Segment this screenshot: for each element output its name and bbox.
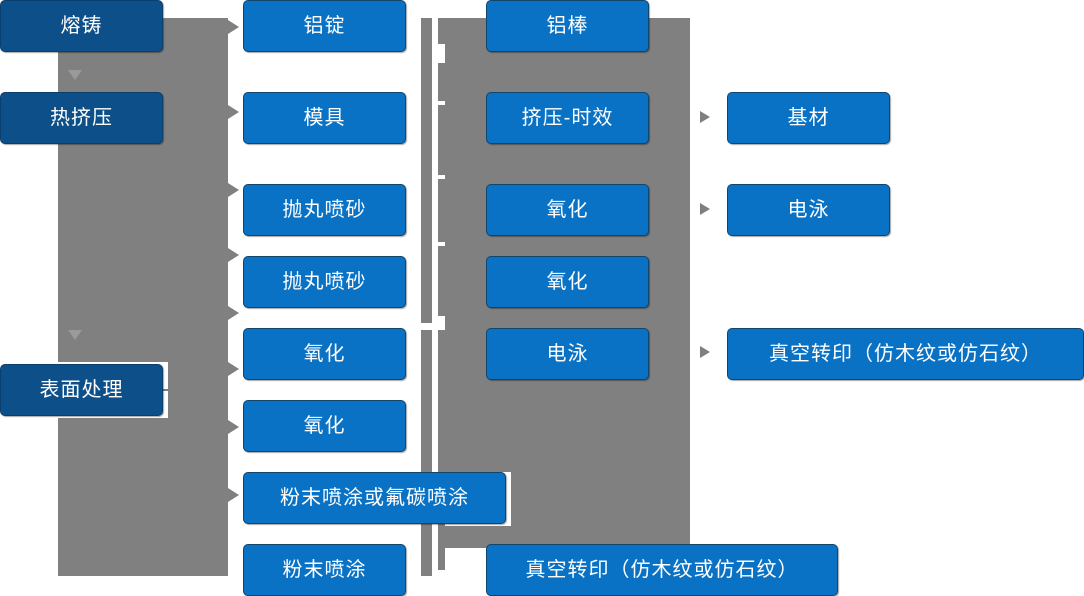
node-rongzhu[interactable]: 熔铸 (0, 0, 163, 52)
arrow-to-paowan-1 (228, 183, 239, 197)
connector-bar-b5 (438, 246, 445, 316)
node-paowan-1[interactable]: 抛丸喷砂 (243, 184, 406, 236)
node-dianyong-1[interactable]: 电泳 (486, 328, 649, 380)
node-zhenkong-2[interactable]: 真空转印（仿木纹或仿石纹） (727, 328, 1084, 380)
arrow-to-jicai (700, 111, 710, 123)
node-ludning[interactable]: 铝锭 (243, 0, 406, 52)
node-fenmo-1[interactable]: 粉末喷涂或氟碳喷涂 (243, 472, 506, 524)
connector-bar-b3 (438, 105, 445, 175)
connector-bar-b6 (438, 330, 445, 570)
arrow-to-zhenkong-2 (700, 346, 710, 358)
node-rejiya[interactable]: 热挤压 (0, 92, 163, 144)
arrow-to-fenmo-2 (228, 488, 239, 502)
connector-bar-a2 (421, 330, 432, 576)
node-fenmo-2[interactable]: 粉末喷涂 (243, 544, 406, 596)
arrow-to-muju (228, 105, 239, 119)
connector-bar-b (438, 18, 445, 44)
node-dianyong-2[interactable]: 电泳 (727, 184, 890, 236)
connector-bar-b4 (438, 179, 445, 242)
arrow-to-dianyong-2 (700, 203, 710, 215)
node-zhenkong-1[interactable]: 真空转印（仿木纹或仿石纹） (486, 544, 838, 596)
arrow-to-yanghua-2 (228, 362, 239, 376)
node-jicai[interactable]: 基材 (727, 92, 890, 144)
connector-stub-biaomian (163, 389, 185, 391)
arrow-to-yanghua-1 (228, 306, 239, 320)
arrow-down-rejiya-biaomian (68, 330, 82, 340)
arrow-to-paowan-2 (228, 248, 239, 262)
node-yanghua-1[interactable]: 氧化 (243, 328, 406, 380)
node-biaomian[interactable]: 表面处理 (0, 364, 163, 416)
node-paowan-2[interactable]: 抛丸喷砂 (243, 256, 406, 308)
node-yanghua-2[interactable]: 氧化 (243, 400, 406, 452)
connector-bar-b2 (438, 63, 445, 101)
arrow-to-ludning (228, 20, 239, 34)
node-lubang[interactable]: 铝棒 (486, 0, 649, 52)
connector-bar-a (421, 18, 432, 323)
arrow-down-rongzhu-rejiya (68, 70, 82, 80)
node-yanghua-3[interactable]: 氧化 (486, 184, 649, 236)
arrow-to-fenmo-1 (228, 420, 239, 434)
node-yanghua-4[interactable]: 氧化 (486, 256, 649, 308)
node-jiya[interactable]: 挤压-时效 (486, 92, 649, 144)
node-muju[interactable]: 模具 (243, 92, 406, 144)
